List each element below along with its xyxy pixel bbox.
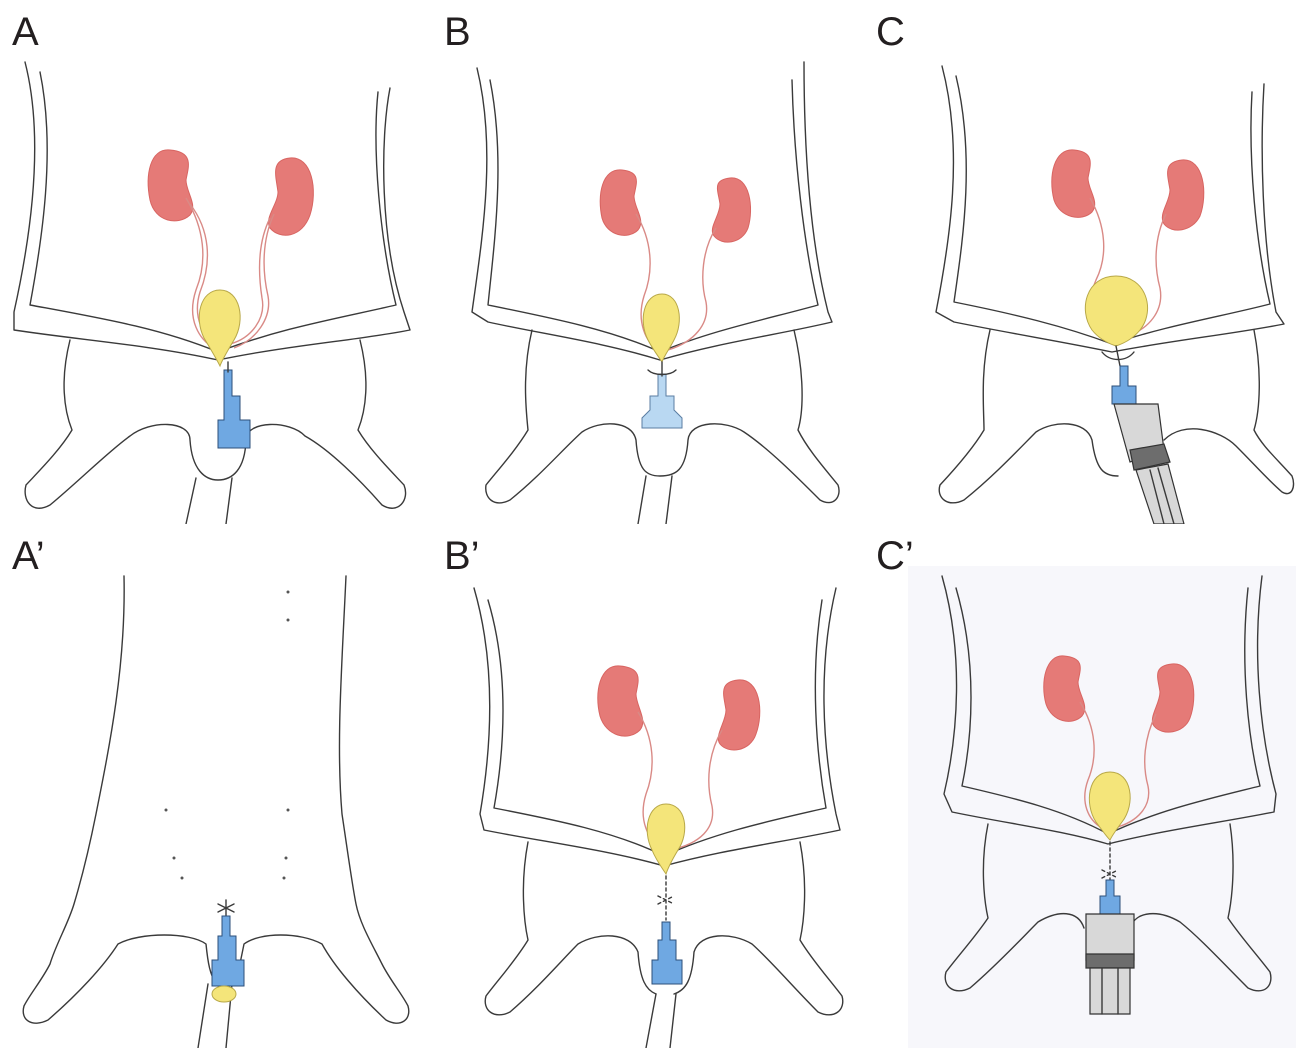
panel-b-prime: B’ (432, 524, 864, 1048)
kidney-icon (1162, 160, 1203, 230)
kidney-icon (1052, 150, 1095, 217)
bladder-icon (199, 290, 240, 366)
dot-marker (165, 809, 168, 812)
port-icon (642, 374, 682, 428)
tail-outline (646, 994, 676, 1048)
panel-label: A’ (12, 536, 45, 576)
catheter-icon (658, 876, 674, 920)
catheter-icon (218, 900, 234, 916)
panel-c-prime: C’ (864, 524, 1296, 1048)
dot-marker (173, 857, 176, 860)
port-icon (652, 922, 682, 984)
port-icon (212, 916, 244, 986)
kidney-icon (718, 680, 759, 750)
kidney-icon (269, 158, 314, 235)
dot-marker (287, 809, 290, 812)
dot-marker (181, 877, 184, 880)
body-outline (23, 576, 409, 1023)
panel-c-prime-illustration (864, 524, 1296, 1048)
panel-c-illustration (864, 0, 1296, 524)
panel-a-prime: A’ (0, 524, 432, 1048)
tail-outline (638, 476, 672, 524)
panel-label: B (444, 12, 471, 52)
port-icon (1112, 366, 1136, 404)
tail-outline (186, 478, 232, 524)
kidney-icon (600, 170, 641, 235)
hindlimbs-outline (939, 330, 1293, 503)
panel-b-prime-illustration (432, 524, 864, 1048)
port-icon (218, 370, 250, 448)
bladder-icon (643, 294, 679, 362)
hindlimbs-outline (25, 340, 405, 508)
syringe-icon (1090, 968, 1130, 1014)
panel-label: C’ (876, 536, 914, 576)
dot-marker (287, 619, 290, 622)
syringe-icon (1086, 914, 1134, 960)
dot-marker (285, 857, 288, 860)
dot-marker (283, 877, 286, 880)
panel-a-illustration (0, 0, 432, 524)
dot-marker (287, 591, 290, 594)
panel-c: C (864, 0, 1296, 524)
panel-label: B’ (444, 536, 480, 576)
kidney-icon (712, 178, 750, 242)
kidney-icon (1044, 656, 1085, 721)
bladder-icon (212, 986, 236, 1002)
kidney-icon (148, 150, 193, 221)
panel-a: A (0, 0, 432, 524)
kidney-icon (598, 666, 643, 736)
panel-b-illustration (432, 0, 864, 524)
panel-label: A (12, 12, 39, 52)
panel-b: B (432, 0, 864, 524)
catheter-icon (648, 362, 676, 376)
panel-a-prime-illustration (0, 524, 432, 1048)
syringe-icon (1086, 954, 1134, 968)
panel-label: C (876, 12, 905, 52)
